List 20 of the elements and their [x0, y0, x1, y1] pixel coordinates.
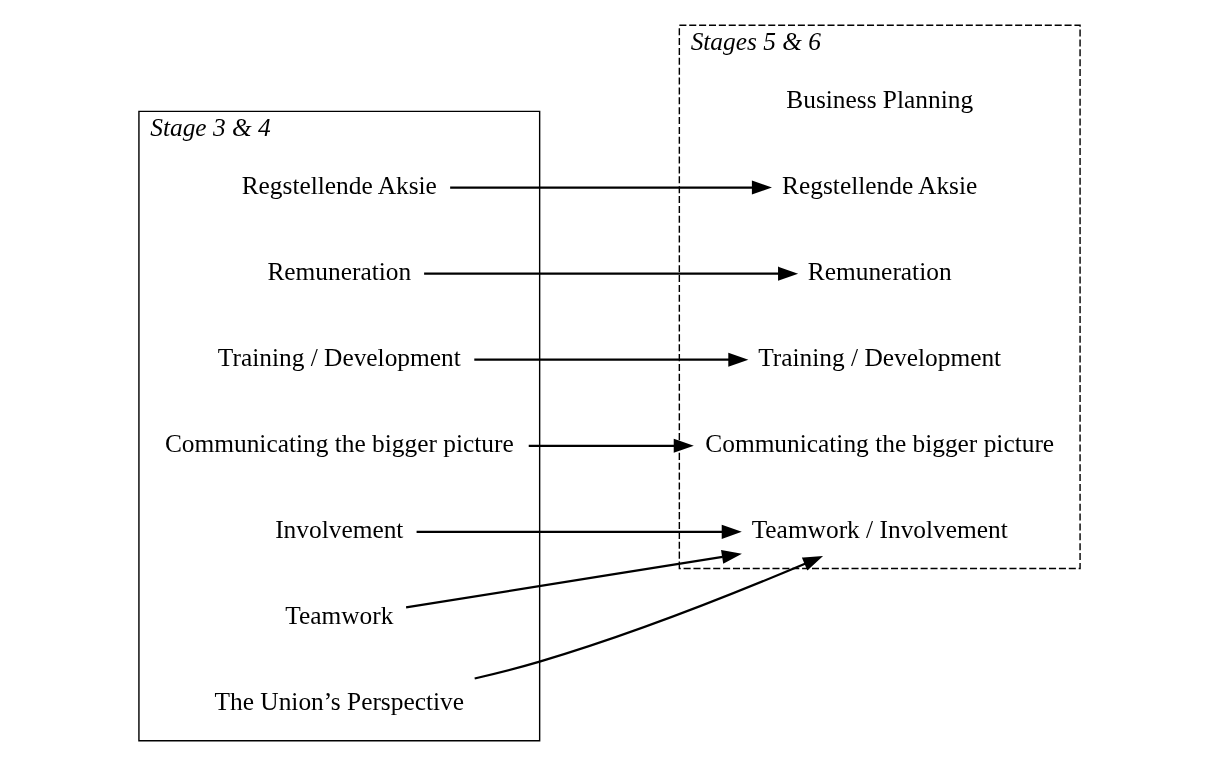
node-text: Teamwork / Involvement: [751, 515, 1008, 544]
node-text: The Union’s Perspective: [214, 687, 465, 716]
node-text: Business Planning: [786, 84, 974, 113]
node-text: Teamwork: [285, 601, 394, 630]
node-text: Remuneration: [267, 256, 412, 285]
node-text: Regstellende Aksie: [782, 170, 978, 199]
node-text: Training / Development: [758, 342, 1002, 371]
node-text: Communicating the bigger picture: [705, 429, 1055, 457]
node-text: Training / Development: [217, 342, 461, 371]
arrow: [416, 524, 742, 539]
arrow: [474, 352, 749, 367]
node-text: Involvement: [275, 515, 404, 544]
arrow: [450, 180, 772, 195]
node-text: Remuneration: [807, 256, 952, 285]
node-text: Regstellende Aksie: [241, 170, 437, 199]
arrow: [405, 549, 742, 609]
arrow: [474, 556, 824, 680]
arrow: [528, 438, 694, 453]
node-text: Communicating the bigger picture: [164, 429, 514, 457]
arrow: [424, 266, 799, 281]
